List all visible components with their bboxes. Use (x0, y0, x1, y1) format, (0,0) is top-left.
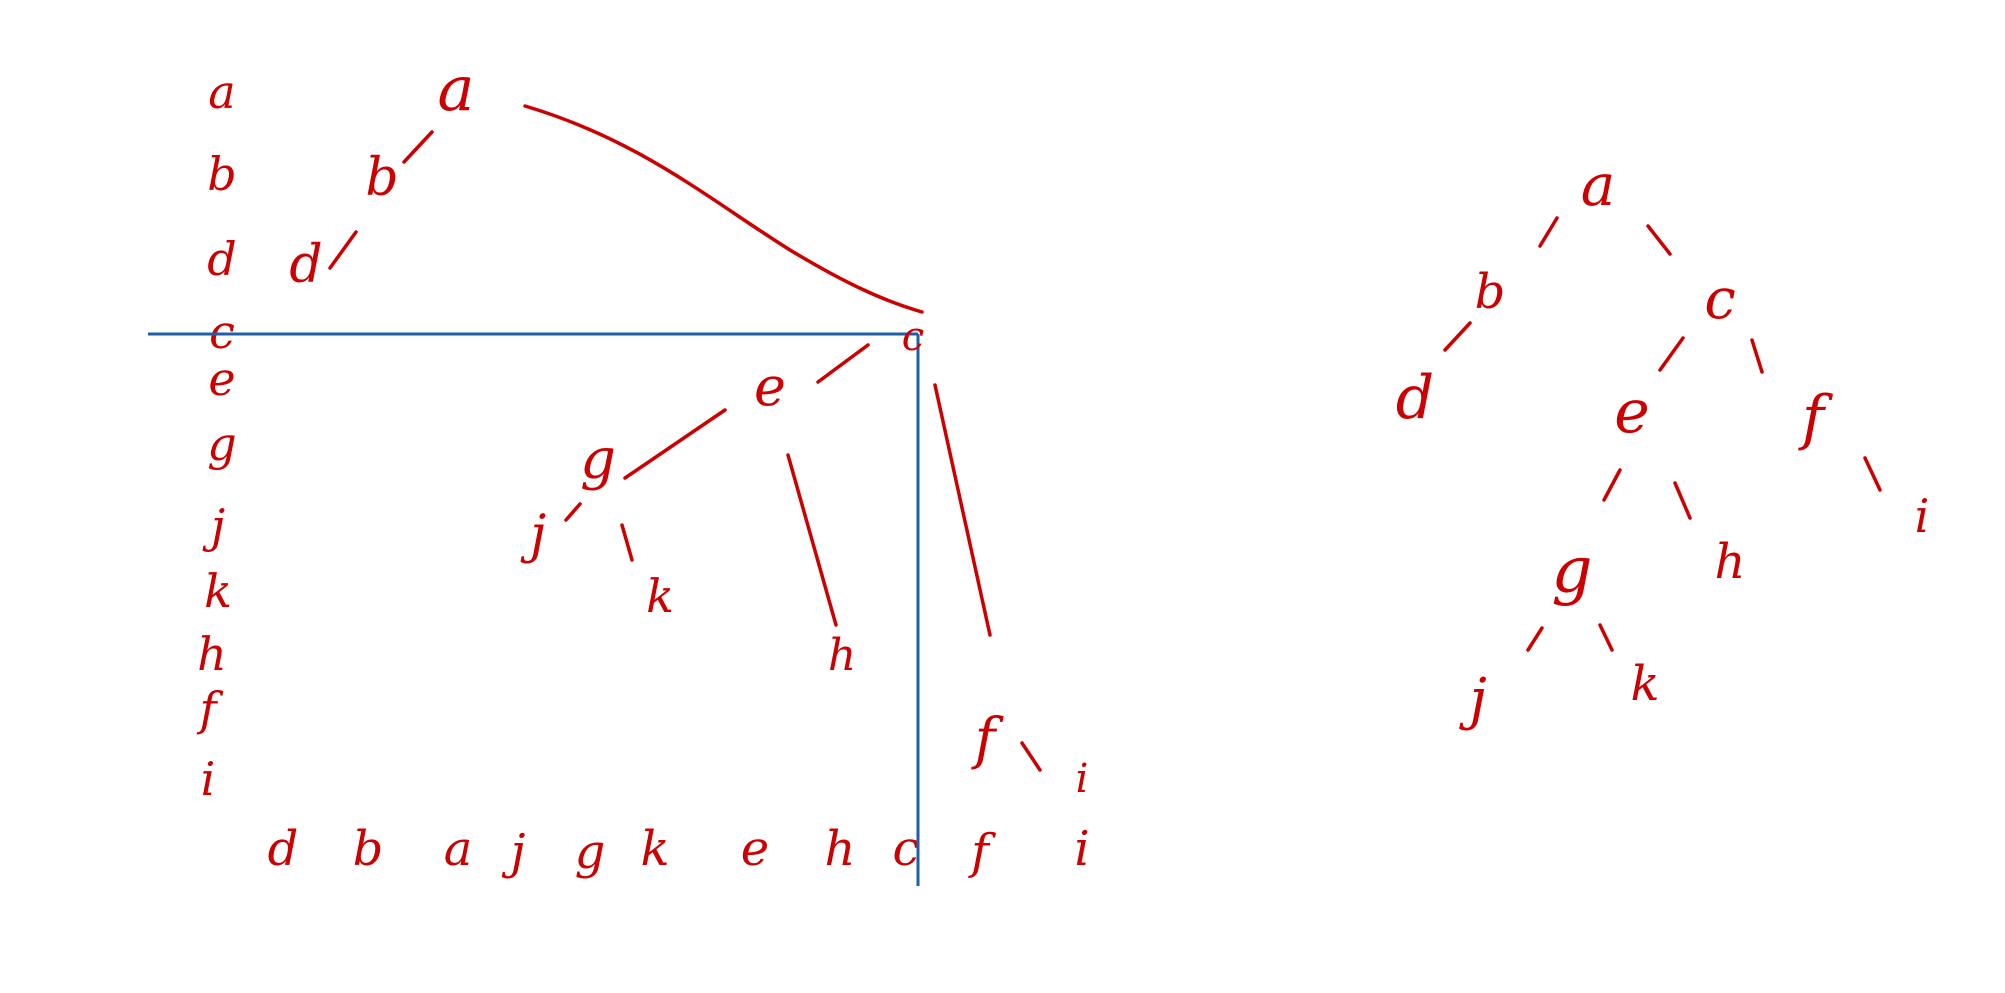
node-e: e (1614, 377, 1650, 447)
node-c: c (902, 314, 924, 360)
node-a: a (1581, 151, 1616, 219)
node-c: c (1704, 267, 1735, 332)
node-h: h (1715, 534, 1746, 590)
edge-f-i (1863, 456, 1882, 492)
construction-tree-edges (328, 104, 1042, 772)
guide-lines (148, 332, 920, 886)
inorder-item: f (968, 824, 996, 880)
edge-e-h (786, 453, 838, 627)
edge-g-k (1598, 623, 1614, 652)
node-i: i (1076, 756, 1089, 802)
node-g: g (1552, 534, 1593, 608)
edge-g-k (620, 523, 634, 562)
edge-e-h (1673, 481, 1692, 520)
inorder-item: c (893, 821, 920, 877)
node-b: b (365, 148, 398, 208)
preorder-item: e (208, 352, 235, 406)
edge-a-b (402, 130, 434, 164)
inorder-item: j (502, 824, 526, 880)
node-f: f (971, 707, 1005, 772)
node-d: d (289, 235, 322, 295)
inorder-item: d (268, 821, 299, 877)
node-b: b (1475, 264, 1506, 320)
node-e: e (754, 355, 786, 418)
edge-c-f (1750, 338, 1764, 374)
node-d: d (1396, 363, 1434, 433)
edge-f-i (1020, 741, 1042, 772)
edge-b-d (1443, 321, 1472, 352)
preorder-item: h (197, 627, 227, 681)
preorder-item: g (207, 417, 236, 471)
inorder-row: d b a j g k e h c f i (268, 821, 1090, 880)
inorder-item: a (444, 821, 473, 877)
preorder-item: c (209, 305, 235, 359)
preorder-item: i (201, 752, 216, 806)
preorder-item: b (207, 147, 236, 201)
inorder-item: b (353, 821, 384, 877)
final-tree-edges (1443, 216, 1882, 652)
inorder-item: g (575, 824, 606, 880)
edge-a-c (1646, 224, 1672, 256)
edge-g-j (564, 502, 582, 522)
node-j: j (520, 505, 546, 565)
final-tree-nodes: a b c d e f g h i j k (1396, 151, 1930, 732)
construction-tree-nodes: a b d c e g j k h f i (289, 52, 1088, 802)
preorder-item: k (204, 564, 232, 618)
edge-e-g (1602, 468, 1622, 502)
inorder-item: e (741, 821, 769, 877)
edge-c-e (816, 343, 870, 384)
edge-g-j (1526, 626, 1544, 652)
edge-c-f (933, 383, 992, 637)
inorder-item: i (1074, 821, 1089, 877)
node-a: a (438, 52, 475, 125)
preorder-item: a (208, 65, 235, 119)
preorder-column: a b d c e g j k h f i (196, 65, 236, 806)
node-j: j (1458, 667, 1486, 732)
preorder-item: d (207, 232, 236, 286)
edge-b-d (328, 230, 358, 270)
node-k: k (646, 569, 674, 623)
edge-a-c (523, 104, 924, 314)
construction-tree: a b d c e g j k h f i (289, 52, 1088, 802)
node-f: f (1798, 383, 1834, 453)
edge-c-e (1658, 336, 1685, 372)
preorder-item: j (202, 499, 225, 553)
node-h: h (828, 630, 856, 681)
node-i: i (1915, 489, 1930, 543)
final-tree: a b c d e f g h i j k (1396, 151, 1930, 732)
node-k: k (1630, 656, 1659, 712)
inorder-item: k (640, 821, 669, 877)
inorder-item: h (825, 821, 856, 877)
edge-e-g (623, 408, 727, 480)
edge-a-b (1538, 216, 1559, 248)
node-g: g (580, 427, 616, 492)
preorder-item: f (196, 682, 223, 736)
